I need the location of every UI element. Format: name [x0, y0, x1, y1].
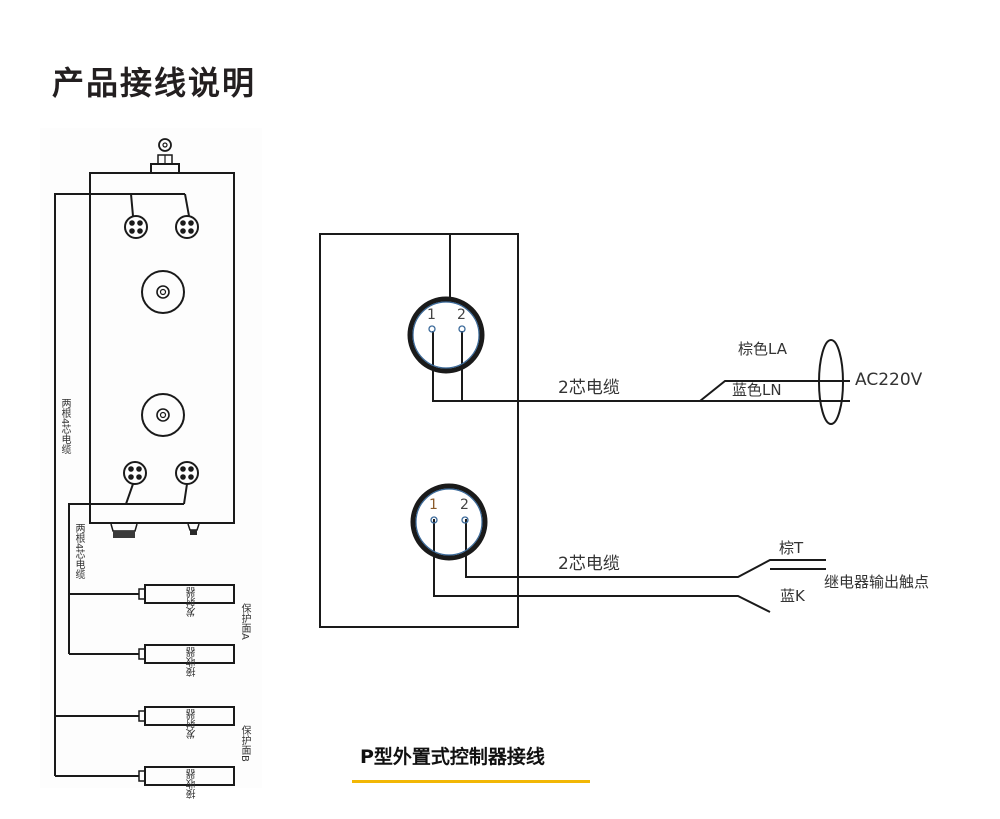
- diagram-caption: P型外置式控制器接线: [360, 746, 545, 768]
- sensor-a-emitter-label: 发射器: [187, 587, 198, 617]
- coax-port-upper: [141, 270, 185, 314]
- power-connector: [407, 296, 485, 374]
- wire-brown-la-label: 棕色LA: [738, 340, 787, 358]
- cable-gland-right: [187, 523, 200, 535]
- controller-body: [89, 172, 235, 524]
- left-diagram-panel: [40, 128, 262, 788]
- caption-underline: [352, 780, 590, 783]
- wire-brown-t-label: 棕T: [779, 539, 804, 557]
- coax-port-lower: [141, 393, 185, 437]
- connector-4pin-bottom-left: [123, 461, 147, 485]
- wire-blue-k-label: 蓝K: [780, 587, 805, 605]
- relay-cable-label: 2芯电缆: [558, 554, 620, 574]
- sensor-b-emitter-label: 发射器: [187, 709, 198, 739]
- p-type-controller-box: [319, 233, 519, 628]
- group-b-label: 保护面B: [239, 725, 250, 762]
- page-title: 产品接线说明: [52, 64, 257, 102]
- power-pin-1: [428, 325, 436, 333]
- ac-supply-label: AC220V: [855, 370, 923, 390]
- mount-ring-icon: [158, 138, 172, 152]
- power-cable-label: 2芯电缆: [558, 378, 620, 398]
- group-a-label: 保护面A: [239, 603, 250, 640]
- cable-gland-left: [110, 523, 138, 538]
- relay-pin-2-label: 2: [460, 497, 469, 513]
- sensor-b-receiver-label: 接收器: [187, 769, 198, 799]
- relay-output-label: 继电器输出触点: [824, 573, 930, 591]
- connector-4pin-bottom-right: [175, 461, 199, 485]
- power-pin-1-label: 1: [427, 307, 436, 323]
- power-pin-2: [458, 325, 466, 333]
- relay-pin-1: [430, 516, 438, 524]
- relay-connector: [410, 483, 488, 561]
- connector-4pin-top-right: [175, 215, 199, 239]
- power-pin-2-label: 2: [457, 307, 466, 323]
- sensor-a-receiver-label: 接收器: [187, 647, 198, 677]
- ac-bundle-ellipse: [818, 339, 844, 425]
- cable-label-inner: 两根4芯电缆: [73, 523, 84, 580]
- relay-pin-1-label: 1: [429, 497, 438, 513]
- cable-label-outer: 两根4芯电缆: [59, 398, 70, 455]
- connector-4pin-top-left: [124, 215, 148, 239]
- wire-blue-ln-label: 蓝色LN: [732, 381, 782, 399]
- relay-pin-2: [461, 516, 469, 524]
- mount-base: [150, 163, 180, 174]
